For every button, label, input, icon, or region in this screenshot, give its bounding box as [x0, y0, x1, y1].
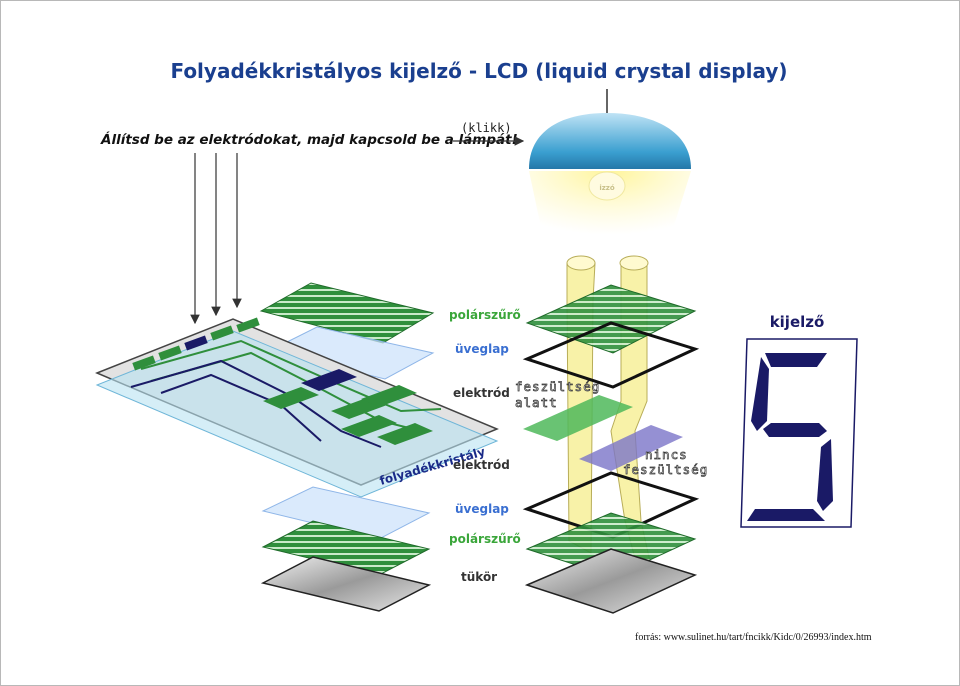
light-column-right-top	[619, 255, 649, 271]
segment-f	[751, 357, 769, 431]
electrode-pad[interactable]	[158, 345, 182, 361]
segment-electrode	[263, 387, 319, 409]
label-under-voltage-1: feszültség	[515, 379, 600, 394]
display-panel: kijelző 5	[740, 313, 858, 528]
electrode-pad[interactable]	[184, 335, 208, 351]
segment-electrode	[361, 385, 417, 407]
left-layer-stack: folyadékkristály	[95, 282, 499, 612]
electrode-pad[interactable]	[210, 325, 234, 341]
label-polarizer-top: polárszűrő	[449, 308, 521, 322]
page-title: Folyadékkristályos kijelző - LCD (liquid…	[170, 59, 787, 83]
segment-c	[817, 439, 833, 511]
electrode-pad[interactable]	[132, 355, 156, 371]
lamp-light-beam	[529, 171, 691, 251]
bulb-icon	[588, 171, 626, 201]
electrode-no-voltage	[579, 425, 683, 471]
label-under-voltage-2: alatt	[515, 395, 558, 410]
left-mirror	[260, 556, 432, 612]
lamp-shade-icon	[529, 113, 691, 169]
label-mirror: tükör	[461, 570, 497, 584]
segment-electrode	[377, 423, 433, 445]
segment-electrode	[301, 369, 357, 391]
label-no-voltage-1: nincs	[645, 447, 688, 462]
label-glass-top: üveglap	[455, 342, 509, 356]
label-glass-bottom: üveglap	[455, 502, 509, 516]
source-citation: forrás: www.sulinet.hu/tart/fncikk/Kidc/…	[635, 632, 872, 643]
segment-a	[765, 353, 827, 367]
electrode-trace-4	[160, 373, 322, 442]
electrode-pad[interactable]	[236, 317, 260, 333]
label-no-voltage-2: feszültség	[623, 462, 708, 477]
right-mirror	[524, 548, 698, 614]
label-polarizer-bottom: polárszűrő	[449, 532, 521, 546]
segment-electrode	[341, 415, 397, 437]
right-polarizer-top	[525, 284, 697, 354]
segment-d	[747, 509, 825, 521]
lamp[interactable]: izzó	[529, 89, 691, 251]
label-electrode-bottom: elektród	[453, 458, 510, 472]
right-layer-stack	[522, 255, 700, 614]
instruction-text: Állítsd be az elektródokat, majd kapcsol…	[100, 131, 518, 148]
klikk-label[interactable]: (klikk)	[461, 121, 512, 135]
segment-g	[763, 423, 827, 437]
right-glass-top	[522, 321, 700, 389]
display-title: kijelző	[770, 313, 825, 331]
light-column-left-top	[566, 255, 596, 271]
label-electrode-top: elektród	[453, 386, 510, 400]
bulb-label: izzó	[599, 184, 615, 192]
electrode-under-voltage	[523, 395, 633, 441]
